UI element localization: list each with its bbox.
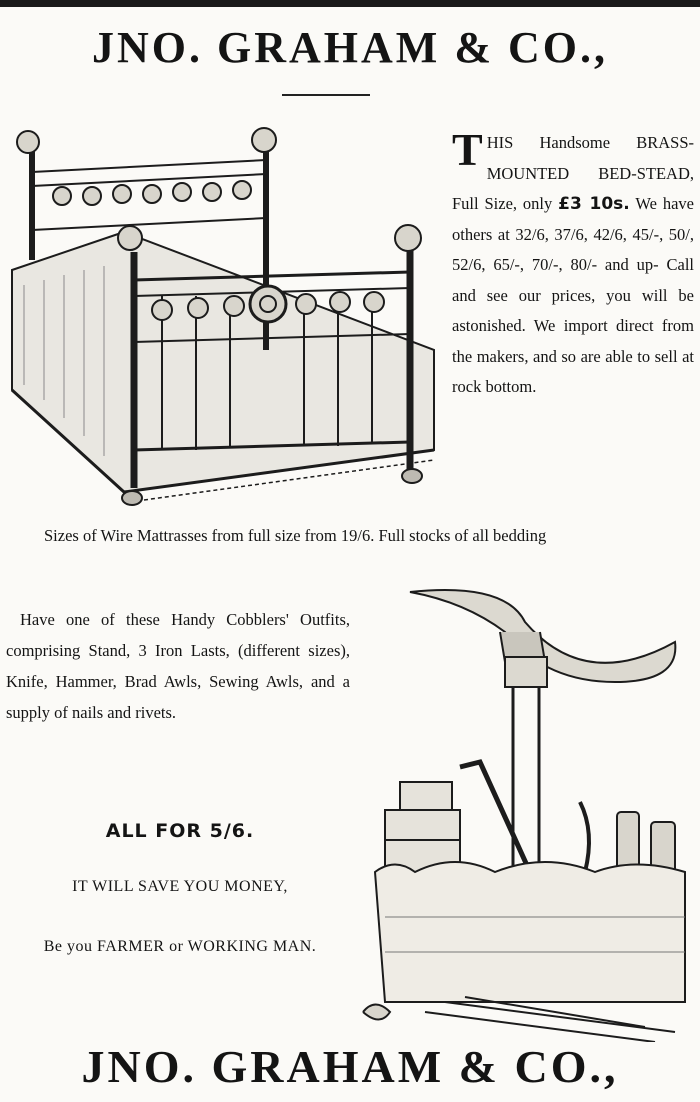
cobbler-outfit-illustration [362,589,686,1042]
bedstead-price: £3 10s. [558,194,630,214]
drop-cap: T [452,124,483,175]
bedstead-lead-text: HIS Handsome BRASS-MOUNTED BED-STEAD, Fu… [452,133,694,213]
cobbler-price-line: ALL FOR 5/6. [105,820,255,842]
cobbler-advert-text: Have one of these Handy Cobblers' Outfit… [6,604,350,728]
audience-line: Be you FARMER or WORKING MAN. [43,938,317,955]
company-footer: JNO. GRAHAM & CO., [81,1041,619,1092]
mattress-note: Sizes of Wire Mattrasses from full size … [44,526,547,545]
headline-divider [282,94,370,96]
company-headline: JNO. GRAHAM & CO., [92,23,608,72]
bedstead-body-text: We have others at 32/6, 37/6, 42/6, 45/-… [452,194,694,396]
save-money-line: IT WILL SAVE YOU MONEY, [72,878,288,895]
top-border-rule [0,0,700,7]
cobbler-body-text: Have one of these Handy Cobblers' Outfit… [6,610,350,722]
brass-bedstead-illustration [10,127,435,506]
